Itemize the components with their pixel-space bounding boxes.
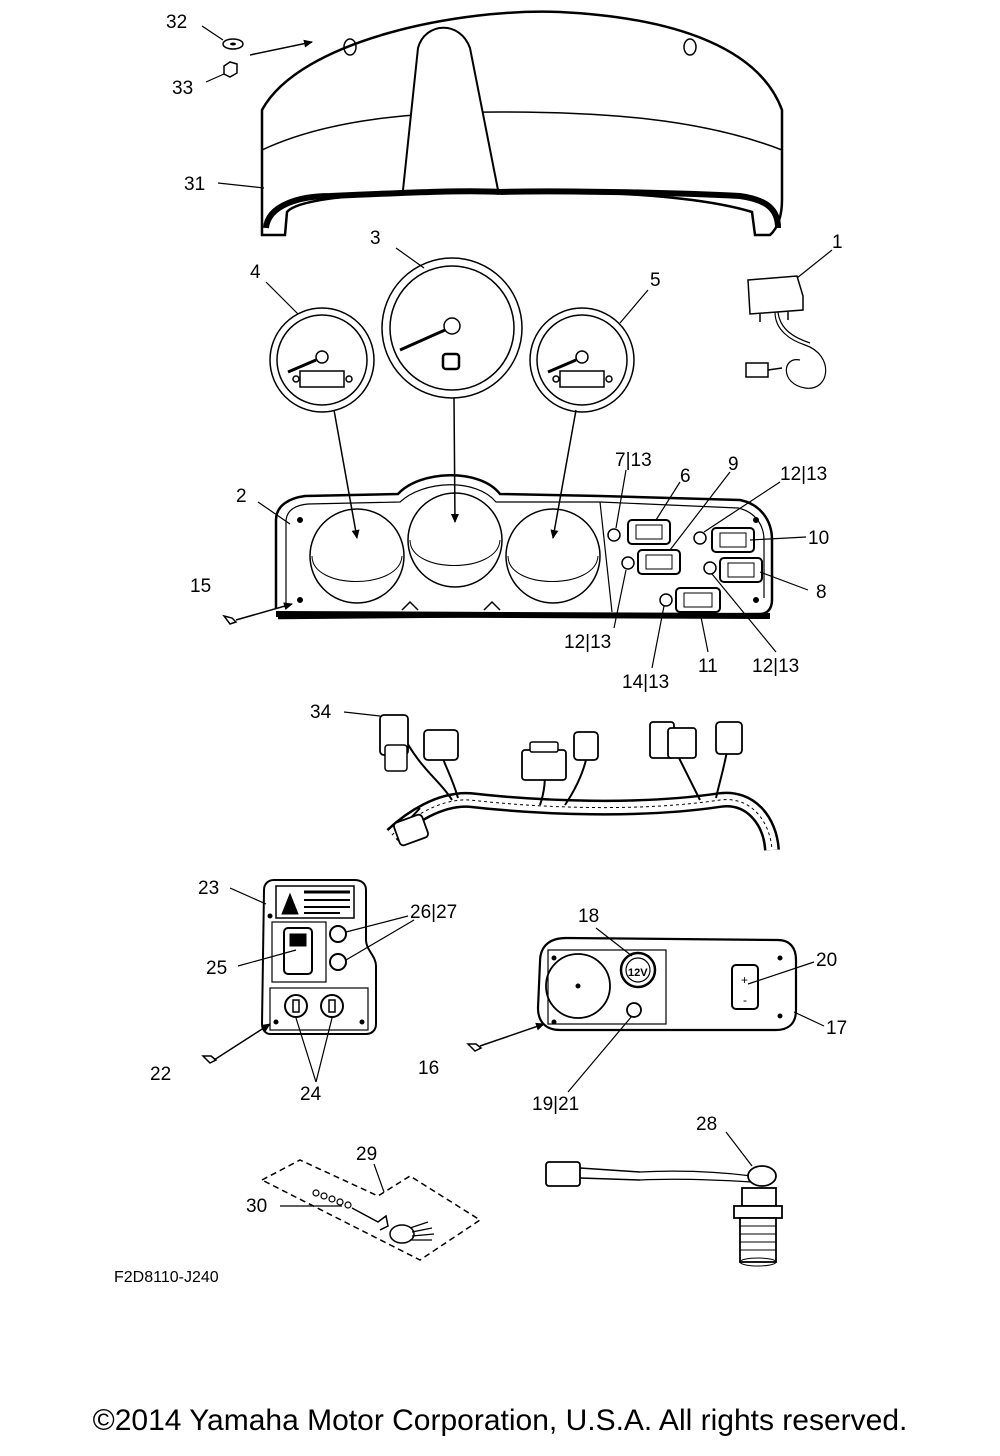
label-10: 10: [808, 528, 829, 549]
switch-minus: -: [743, 993, 747, 1007]
copyright-notice: ©2014 Yamaha Motor Corporation, U.S.A. A…: [92, 1404, 908, 1437]
label-11: 11: [698, 656, 718, 677]
switch-plus: +: [741, 973, 748, 987]
arrow-gauge4: [333, 409, 360, 539]
label-3: 3: [370, 228, 381, 249]
label-12c: 12|13: [752, 656, 799, 677]
label-23: 23: [198, 878, 219, 899]
label-24: 24: [300, 1084, 322, 1105]
washer-hole: [230, 42, 236, 46]
label-5: 5: [650, 270, 661, 291]
gauge-3: [381, 257, 523, 399]
label-33: 33: [172, 78, 193, 99]
leader-3: [395, 247, 425, 269]
label-25: 25: [206, 958, 227, 979]
leader-14: [651, 605, 665, 669]
label-18: 18: [578, 906, 599, 927]
label-7: 7|13: [615, 450, 652, 471]
nut-33: [223, 61, 238, 78]
leader-33: [205, 73, 225, 83]
label-8: 8: [816, 582, 827, 603]
screw-16: [466, 1043, 483, 1052]
label-28: 28: [696, 1114, 717, 1135]
screw-22: [201, 1055, 218, 1064]
leader-24b: [315, 1017, 333, 1083]
leader-6: [655, 481, 681, 521]
leader-19: [567, 1015, 633, 1093]
label-16: 16: [418, 1058, 439, 1079]
leader-24a: [295, 1017, 317, 1083]
module-1: [745, 275, 827, 389]
label-31: 31: [184, 174, 205, 195]
leader-9: [669, 471, 731, 551]
leader-34: [343, 711, 381, 717]
leader-1: [796, 249, 833, 279]
label-26: 26|27: [410, 902, 457, 923]
arrow-gauge5: [550, 409, 577, 539]
arrow-16: [479, 1022, 545, 1047]
kit-29: [260, 1159, 482, 1261]
label-1: 1: [832, 232, 843, 253]
leader-20: [747, 961, 815, 985]
leader-12b: [613, 569, 627, 629]
arrow-22: [213, 1023, 271, 1061]
leader-8: [759, 571, 809, 591]
figure-code: F2D8110-J240: [114, 1269, 219, 1286]
sensor-28: [545, 1161, 783, 1267]
leader-4: [265, 281, 299, 315]
label-32: 32: [166, 12, 187, 33]
label-15: 15: [190, 576, 211, 597]
socket-label: 12V: [628, 967, 648, 979]
label-12b: 12|13: [564, 632, 611, 653]
leader-18: [595, 927, 633, 957]
label-6: 6: [680, 466, 691, 487]
dash-cover: [260, 10, 784, 237]
switch-panel-23: [260, 879, 377, 1035]
label-20: 20: [816, 950, 837, 971]
leader-17: [793, 1011, 825, 1027]
label-34: 34: [310, 702, 332, 723]
leader-25: [237, 949, 297, 967]
leader-29: [373, 1163, 385, 1193]
label-4: 4: [250, 262, 261, 283]
leader-32: [201, 25, 224, 41]
label-12a: 12|13: [780, 464, 827, 485]
screw-15: [222, 614, 238, 625]
leader-7: [615, 469, 627, 529]
label-30: 30: [246, 1196, 267, 1217]
arrow-gauge3: [450, 397, 459, 523]
leader-12c: [711, 573, 777, 653]
leader-26a: [345, 915, 409, 933]
label-2: 2: [236, 486, 247, 507]
label-17: 17: [826, 1018, 847, 1039]
wiring-harness-34: [379, 714, 780, 851]
leader-2: [257, 501, 291, 525]
leader-10: [749, 536, 807, 541]
instrument-panel-2: [274, 474, 774, 620]
leader-31: [217, 182, 265, 189]
leader-11: [699, 611, 709, 653]
arrow-15: [235, 602, 293, 621]
label-29: 29: [356, 1144, 377, 1165]
parts-diagram: 12V + - 32 33 31 3 1 4 5: [114, 10, 847, 1286]
label-19: 19|21: [532, 1094, 579, 1115]
leader-5: [619, 289, 649, 324]
arrow-to-cover: [249, 39, 313, 56]
gauge-4: [269, 307, 375, 413]
leader-26b: [345, 919, 415, 961]
label-14: 14|13: [622, 672, 669, 693]
leader-12a: [703, 481, 781, 533]
leader-28: [725, 1131, 753, 1167]
leader-23: [229, 887, 267, 905]
gauge-5: [529, 307, 635, 413]
accessory-panel-17: [536, 936, 798, 1032]
label-22: 22: [150, 1064, 171, 1085]
label-9: 9: [728, 454, 739, 475]
